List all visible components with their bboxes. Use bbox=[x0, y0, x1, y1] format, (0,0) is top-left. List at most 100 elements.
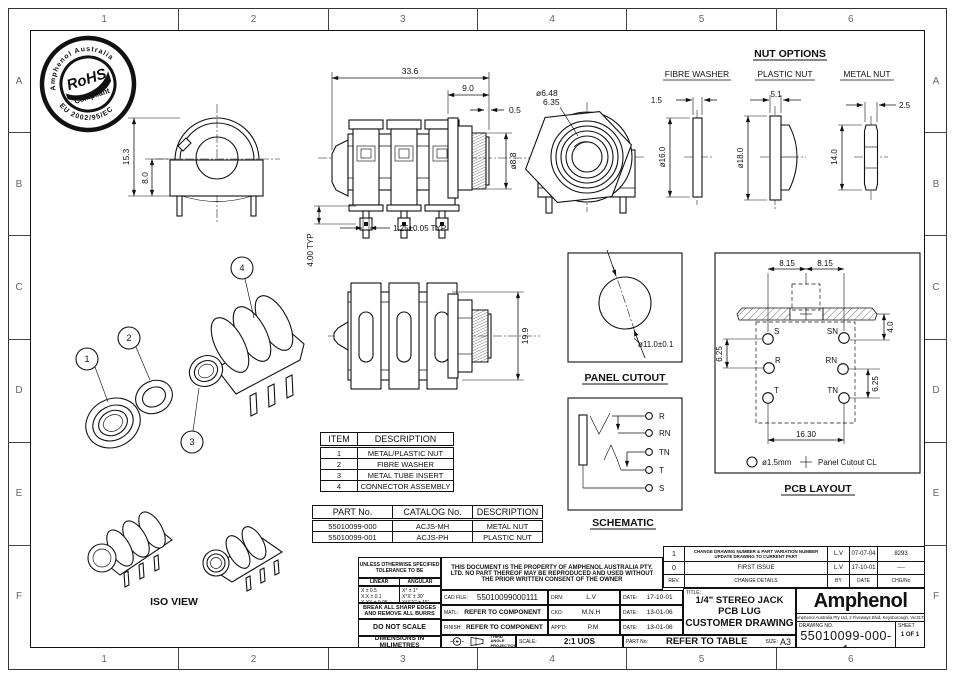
dim-1-5: 1.5 bbox=[651, 96, 663, 105]
dim-14-0: 14.0 bbox=[830, 149, 839, 165]
scale-value: 2:1 UOS bbox=[563, 637, 595, 646]
pad-rn: RN bbox=[825, 356, 837, 365]
item-cell: 1 bbox=[320, 446, 358, 459]
hex-nut bbox=[524, 111, 633, 203]
pad-sn: SN bbox=[827, 327, 838, 336]
rev-header: CHG/No bbox=[891, 578, 911, 584]
catalog-no-header: CATALOG No. bbox=[392, 505, 473, 521]
plastic-nut-profile bbox=[780, 124, 798, 191]
zone-row: D bbox=[8, 338, 30, 442]
balloon-1: 1 bbox=[75, 347, 99, 371]
linear-tol: X.XX ± 0.05 bbox=[361, 600, 388, 603]
dim-19-9: 19.9 bbox=[520, 327, 530, 344]
zone-col: 5 bbox=[626, 8, 775, 30]
desc-cell: PLASTIC NUT bbox=[472, 531, 543, 543]
balloon-number: 1 bbox=[84, 354, 89, 364]
panel-section-right bbox=[822, 307, 878, 321]
dim-1-25-typ: 1.25±0.05 TYP bbox=[393, 224, 446, 233]
drawing-title-line1: 1/4" STEREO JACK bbox=[695, 595, 784, 606]
pad-s: S bbox=[774, 327, 779, 336]
desc-cell: CONNECTOR ASSEMBLY bbox=[357, 480, 454, 492]
finish-value: REFER TO COMPONENT bbox=[465, 624, 543, 631]
pcb-layout-section: S SN R RN T TN 8.15 8.15 4.0 6.25 6.25 1… bbox=[714, 252, 921, 496]
scale-label: SCALE: bbox=[519, 638, 537, 645]
pcb-layout-box bbox=[714, 252, 921, 474]
tolerance-heading: UNLESS OTHERWISE SPECIFIED TOLERANCE TO … bbox=[359, 561, 440, 574]
finish-label: FINISH: bbox=[444, 624, 462, 631]
drn-value: L.V bbox=[586, 594, 596, 601]
latch-detail bbox=[177, 137, 192, 152]
zone-col: 6 bbox=[775, 8, 925, 30]
drawing-no-label: DRAWING NO. bbox=[799, 623, 834, 629]
projection-label: THIRD ANGLE PROJECTION bbox=[490, 635, 516, 648]
property-statement: THIS DOCUMENT IS THE PROPERTY OF AMPHENO… bbox=[450, 564, 654, 583]
angular-tol: X°X'X" ± 15' bbox=[402, 600, 429, 603]
dim-6-48: ø6.48 bbox=[536, 88, 558, 98]
thread bbox=[471, 132, 487, 190]
nut-sketch bbox=[85, 397, 141, 449]
dim-15-3: 15.3 bbox=[121, 148, 131, 165]
zone-row: F bbox=[8, 544, 30, 648]
zone-col: 1 bbox=[101, 13, 107, 25]
description-header: DESCRIPTION bbox=[472, 505, 543, 521]
balloon-4: 4 bbox=[230, 256, 254, 280]
date-value: 13-01-06 bbox=[646, 609, 673, 616]
terminal-t: T bbox=[659, 466, 664, 475]
dimension-lines bbox=[723, 266, 890, 444]
front-view: 15.3 8.0 bbox=[121, 104, 280, 222]
rev-by: L.V bbox=[833, 565, 843, 571]
schematic-title: SCHEMATIC bbox=[592, 517, 654, 529]
rev-by: L.V bbox=[833, 551, 843, 557]
zone-col: 5 bbox=[626, 648, 775, 670]
pin bbox=[250, 195, 257, 217]
size-label: SIZE: bbox=[765, 638, 778, 645]
dimension-lines bbox=[744, 95, 801, 201]
dim-dia-8-8: ø8.8 bbox=[508, 152, 518, 169]
sheet-value: 1 OF 1 bbox=[900, 632, 920, 638]
rev-number: 0 bbox=[672, 564, 676, 572]
dimension-lines bbox=[452, 291, 524, 381]
part-cell: 55010099-001 bbox=[312, 531, 393, 543]
legend: ø1.5mm Panel Cutout CL bbox=[746, 456, 877, 468]
third-angle-projection-icon bbox=[449, 637, 483, 646]
iso-left-sketch bbox=[87, 511, 173, 588]
linear-header: LINEAR bbox=[369, 579, 389, 585]
sheet-label: SHEET bbox=[898, 623, 915, 629]
plastic-nut-flange bbox=[769, 115, 782, 201]
zone-row: B bbox=[925, 132, 947, 235]
nut-options-title: NUT OPTIONS bbox=[754, 48, 826, 60]
desc-cell: FIBRE WASHER bbox=[357, 458, 454, 470]
date-value: 13-01-06 bbox=[646, 624, 673, 631]
pads bbox=[762, 332, 850, 404]
stamp-swoosh bbox=[65, 71, 112, 101]
rev-header: BY bbox=[835, 578, 842, 584]
pin bbox=[545, 196, 553, 214]
angular-header: ANGULAR bbox=[407, 579, 433, 585]
zone-row: D bbox=[925, 338, 947, 442]
company-address: Amphenol Australia Pty Ltd, 2 Fiveways B… bbox=[796, 615, 925, 620]
dim-dia-18: ø18.0 bbox=[736, 147, 745, 168]
terminals bbox=[645, 412, 653, 492]
part-no-header: PART No. bbox=[312, 505, 393, 521]
dim-0-5: 0.5 bbox=[509, 105, 521, 115]
dim-8-15-left: 8.15 bbox=[779, 259, 795, 268]
date-label: DATE: bbox=[623, 609, 638, 616]
rev-date: 17-10-01 bbox=[851, 565, 876, 571]
do-not-scale-note: DO NOT SCALE bbox=[373, 624, 426, 631]
appd-label: APP'D: bbox=[551, 624, 567, 631]
linear-tol: X ± 0.5 bbox=[361, 588, 377, 594]
panel-cutout-section: ø11.0±0.1 PANEL CUTOUT bbox=[567, 249, 683, 385]
top-view: 19.9 bbox=[328, 282, 540, 390]
pins bbox=[249, 374, 294, 417]
drawing-title-line3: CUSTOMER DRAWING bbox=[685, 617, 794, 629]
panel-section-left bbox=[736, 307, 791, 321]
pad-r: R bbox=[775, 356, 781, 365]
dim-16-30: 16.30 bbox=[796, 430, 817, 439]
schematic-section: R RN TN T S SCHEMATIC bbox=[567, 397, 683, 530]
plastic-nut-label: PLASTIC NUT bbox=[757, 69, 812, 79]
zone-row: B bbox=[8, 132, 30, 235]
dim-6-35: 6.35 bbox=[543, 97, 560, 107]
rev-number: 1 bbox=[672, 550, 676, 558]
